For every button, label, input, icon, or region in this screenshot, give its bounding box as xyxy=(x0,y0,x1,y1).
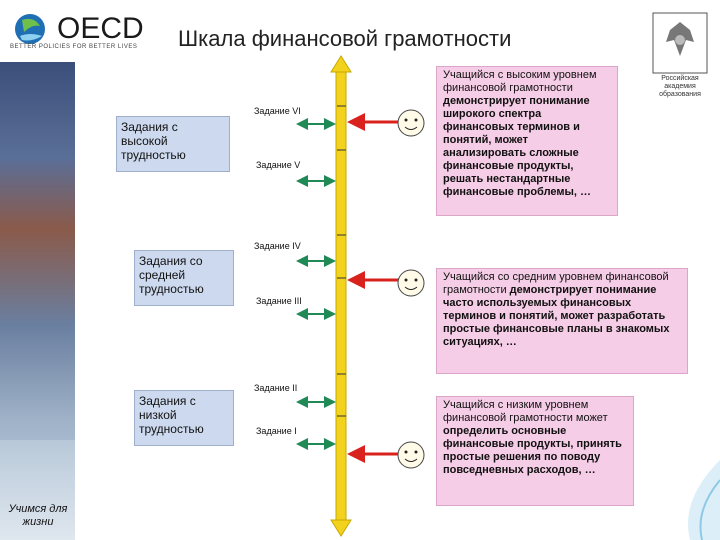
smiley-icon xyxy=(397,269,425,297)
scale-arrow-bottom xyxy=(330,519,352,537)
student-level-lead: Учащийся с высоким уровнем финансовой гр… xyxy=(443,69,597,94)
student-level-text: демонстрирует понимание широкого спектра… xyxy=(443,95,592,198)
rao-emblem-icon xyxy=(652,12,708,74)
oecd-globe-icon xyxy=(15,14,45,44)
decorative-swoosh xyxy=(688,460,720,540)
scale-bar xyxy=(335,67,347,525)
scale-arrow-top xyxy=(330,55,352,73)
student-level-text: определить основные финансовые продукты,… xyxy=(443,425,622,476)
smiley-icon xyxy=(397,441,425,469)
student-level-lead: Учащийся со средним уровнем финансовой г… xyxy=(443,271,669,296)
task-label: Задание VI xyxy=(254,106,301,116)
student-level-text: демонстрирует понимание часто используем… xyxy=(443,284,670,348)
task-label: Задание IV xyxy=(254,241,301,251)
scale-ticks xyxy=(337,105,346,417)
student-level-lead: Учащийся с низким уровнем финансовой гра… xyxy=(443,399,608,424)
task-label: Задание I xyxy=(256,426,297,436)
task-label: Задание III xyxy=(256,296,302,306)
task-label: Задание II xyxy=(254,383,298,393)
student-level-high-box: Учащийся с высоким уровнем финансовой гр… xyxy=(436,66,618,216)
task-label: Задание V xyxy=(256,160,301,170)
rao-label: Российская академия образования xyxy=(659,75,701,98)
oecd-logo-text: OECD xyxy=(57,12,144,45)
page-title: Шкала финансовой грамотности xyxy=(178,26,512,51)
smiley-icon xyxy=(397,109,425,137)
decorative-photo-strip-bottom xyxy=(0,440,75,540)
motto-text: Учимся для жизни xyxy=(8,503,68,528)
scale-diagram xyxy=(296,55,400,537)
oecd-logo-subtitle: BETTER POLICIES FOR BETTER LIVES xyxy=(10,44,138,50)
student-level-medium-box: Учащийся со средним уровнем финансовой г… xyxy=(436,268,688,374)
student-level-low-box: Учащийся с низким уровнем финансовой гра… xyxy=(436,396,634,506)
difficulty-medium-box: Задания со средней трудностью xyxy=(134,250,234,306)
difficulty-high-box: Задания с высокой трудностью xyxy=(116,116,230,172)
difficulty-low-box: Задания с низкой трудностью xyxy=(134,390,234,446)
